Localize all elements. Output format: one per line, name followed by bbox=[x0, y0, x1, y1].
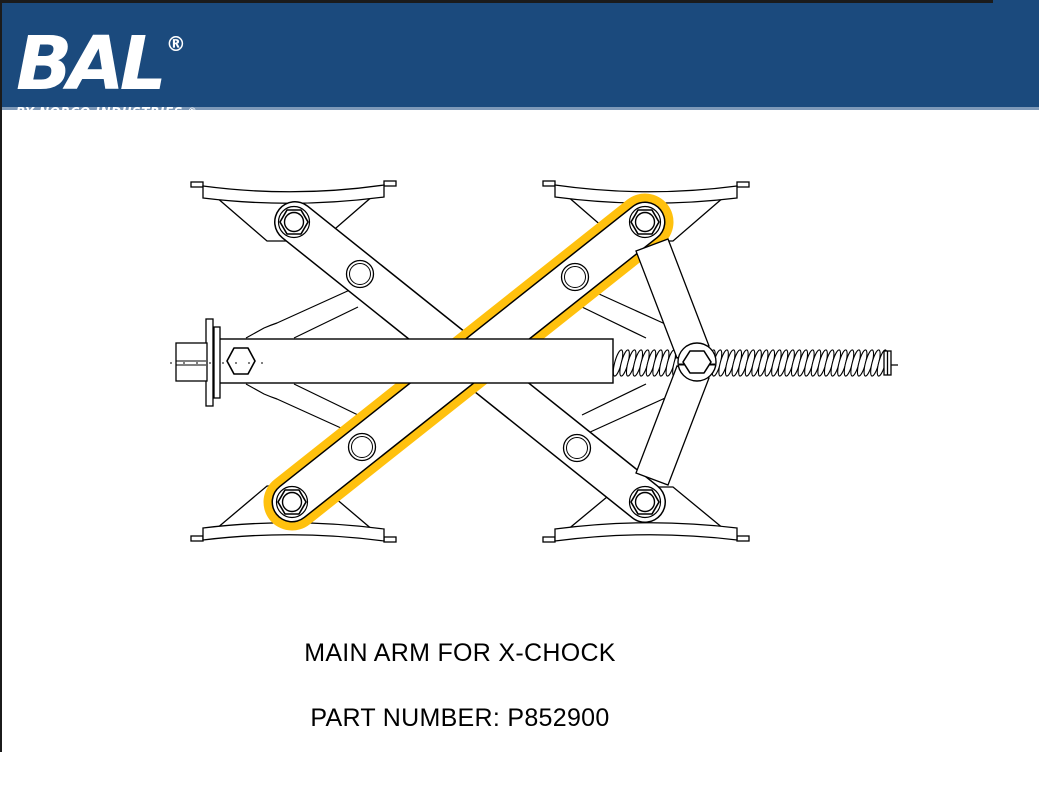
part-number-label: PART NUMBER: P852900 bbox=[310, 704, 610, 732]
screw-travel-nut bbox=[677, 342, 717, 382]
diagram-title: MAIN ARM FOR X-CHOCK bbox=[304, 639, 616, 667]
scan-edge-top bbox=[0, 0, 993, 3]
bal-logo-wordmark: BAL® bbox=[16, 6, 197, 102]
end-bolt-head bbox=[175, 342, 208, 382]
pivot-nut-bottom-right bbox=[628, 485, 662, 519]
bal-logo-text: BAL bbox=[16, 21, 167, 107]
registered-mark-icon: ® bbox=[165, 32, 186, 56]
screw-tube-assembly bbox=[170, 318, 614, 407]
pivot-nut-top-left bbox=[277, 205, 311, 239]
pivot-nut-top-right bbox=[628, 205, 662, 239]
arm-holes-main bbox=[347, 262, 590, 462]
screw-thread-coil bbox=[612, 349, 888, 377]
bal-logo-subtitle: BY NORCO INDUSTRIES ® bbox=[16, 105, 197, 119]
tube-hex-socket bbox=[226, 347, 256, 375]
screw-end-cap bbox=[883, 350, 892, 376]
pivot-nut-bottom-left bbox=[275, 485, 309, 519]
inner-arm-bands bbox=[635, 238, 710, 486]
scan-edge-left bbox=[0, 0, 2, 752]
bal-logo-subtitle-text: BY NORCO INDUSTRIES bbox=[16, 105, 184, 119]
subtitle-registered-mark-icon: ® bbox=[187, 107, 198, 117]
arm-holes-rear bbox=[345, 259, 592, 463]
end-flange-washer bbox=[213, 326, 221, 399]
brand-header: BAL® BY NORCO INDUSTRIES ® bbox=[0, 0, 1039, 119]
bal-logo: BAL® BY NORCO INDUSTRIES ® bbox=[16, 6, 197, 119]
